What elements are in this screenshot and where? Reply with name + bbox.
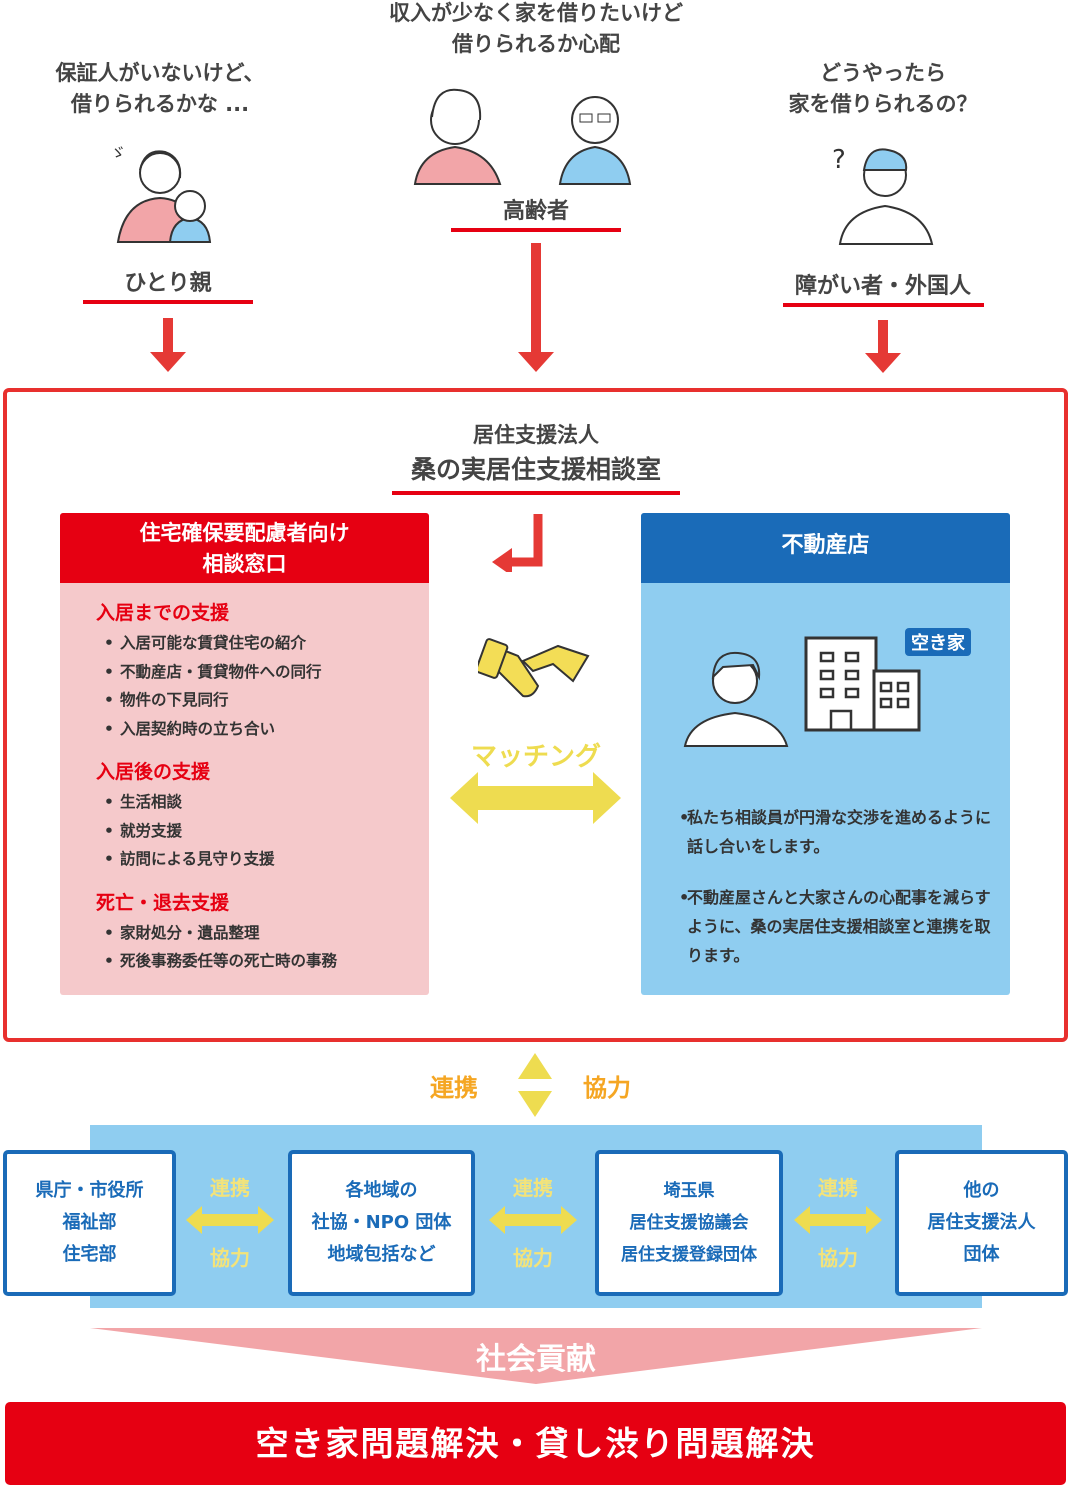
question-elderly: 収入が少なく家を借りたいけど借りられるか心配 (336, 0, 736, 60)
link-label-collaboration: 協力 (583, 1074, 631, 1102)
question-line: 借りられるか心配 (452, 32, 620, 56)
org-type: 居住支援法人 (473, 423, 599, 447)
vacant-house-badge: 空き家 (905, 628, 971, 656)
partner-line: 各地域の (345, 1180, 418, 1201)
partner-line: 福祉部 (62, 1212, 117, 1233)
support-section-heading: 入居までの支援 (96, 602, 230, 624)
support-section-heading: 入居後の支援 (96, 761, 211, 783)
connector-label-top: 連携 (513, 1176, 553, 1200)
real-estate-panel-header: 不動産店 (641, 513, 1010, 583)
support-item: 不動産店・賃貸物件への同行 (96, 658, 429, 687)
connector-label-bottom: 協力 (210, 1246, 250, 1270)
connector-label-top: 連携 (818, 1176, 858, 1200)
support-sections: 入居までの支援入居可能な賃貸住宅の紹介不動産店・賃貸物件への同行物件の下見同行入… (60, 583, 429, 976)
svg-text:?: ? (832, 145, 846, 175)
partner-line: 他の (963, 1180, 1000, 1201)
contribution-label: 社会貢献 (476, 1342, 596, 1377)
double-arrow-icon (489, 1206, 577, 1234)
down-arrows (150, 243, 901, 373)
real-estate-notes: 私たち相談員が円滑な交渉を進めるように話し合いをします。不動産屋さんと大家さんの… (671, 803, 1001, 992)
partner-line: 地域包括など (327, 1244, 436, 1265)
real-estate-panel: 不動産店 空き家 私たち相談員が円滑な交渉を進めるように話し合いをします。不動産… (641, 513, 1010, 995)
panel-title-line: 相談窓口 (202, 552, 287, 576)
support-item: 訪問による見守り支援 (96, 845, 429, 874)
support-item: 物件の下見同行 (96, 686, 429, 715)
support-list: 入居可能な賃貸住宅の紹介不動産店・賃貸物件への同行物件の下見同行入居契約時の立ち… (96, 629, 429, 743)
question-line: 収入が少なく家を借りたいけど (389, 1, 683, 25)
contribution-arrow (90, 1328, 982, 1384)
consultation-panel-header: 住宅確保要配慮者向け相談窓口 (60, 513, 429, 583)
support-item: 死後事務委任等の死亡時の事務 (96, 947, 429, 976)
partner-line: 居住支援協議会 (629, 1213, 749, 1233)
partner-line: 居住支援法人 (927, 1212, 1036, 1233)
support-item: 就労支援 (96, 817, 429, 846)
agent-illustration (683, 651, 789, 747)
partner-line: 居住支援登録団体 (621, 1245, 757, 1265)
panel-title-line: 住宅確保要配慮者向け (139, 521, 350, 545)
partner-line: 社協・NPO 団体 (311, 1212, 452, 1233)
question-single-parent: 保証人がいないけど、借りられるかな ... (20, 58, 300, 120)
label-underline (783, 303, 984, 307)
support-item: 入居契約時の立ち合い (96, 715, 429, 744)
person-illustration: ? (832, 145, 934, 245)
partner-saitama-council: 埼玉県居住支援協議会居住支援登録団体 (595, 1150, 783, 1296)
connector-label-top: 連携 (210, 1176, 250, 1200)
matching-label: マッチング (470, 742, 601, 772)
label-underline (451, 228, 621, 232)
partner-line: 埼玉県 (663, 1181, 715, 1201)
support-section-heading: 死亡・退去支援 (96, 891, 230, 914)
svg-text:ゞ: ゞ (110, 143, 126, 162)
up-down-arrow-icon (518, 1053, 552, 1117)
support-item: 入居可能な賃貸住宅の紹介 (96, 629, 429, 658)
connector-label-bottom: 協力 (513, 1246, 553, 1270)
org-name: 桑の実居住支援相談室 (410, 455, 661, 484)
question-line: 借りられるかな ... (70, 92, 250, 116)
parent-child-illustration: ゞ (110, 143, 212, 243)
vacant-house-building-icon (804, 636, 921, 732)
return-arrow-icon (492, 514, 543, 572)
support-item: 家財処分・遺品整理 (96, 919, 429, 948)
double-arrow-icon (450, 772, 621, 824)
question-line: どうやったら (820, 61, 946, 85)
partner-local-groups: 各地域の社協・NPO 団体地域包括など (288, 1150, 475, 1296)
real-estate-note: 私たち相談員が円滑な交渉を進めるように話し合いをします。 (671, 803, 1001, 861)
handshake-icon (478, 638, 590, 698)
org-underline (392, 491, 680, 495)
group-label-disabled-foreign: 障がい者・外国人 (794, 274, 971, 299)
partner-line: 県庁・市役所 (35, 1180, 144, 1201)
double-arrow-icon (794, 1206, 882, 1234)
result-banner: 空き家問題解決・貸し渋り問題解決 (5, 1402, 1066, 1485)
question-line: 保証人がいないけど、 (55, 61, 265, 85)
support-item: 生活相談 (96, 788, 429, 817)
partner-line: 団体 (963, 1244, 1000, 1265)
support-list: 家財処分・遺品整理死後事務委任等の死亡時の事務 (96, 919, 429, 976)
partner-other-corporations: 他の居住支援法人団体 (895, 1150, 1068, 1296)
real-estate-note: 不動産屋さんと大家さんの心配事を減らすように、桑の実居住支援相談室と連携を取りま… (671, 883, 1001, 970)
connector-label-bottom: 協力 (818, 1246, 858, 1270)
main-org-box (3, 388, 1068, 1042)
group-label-single-parent: ひとり親 (124, 271, 212, 296)
label-underline (83, 300, 253, 304)
question-line: 家を借りられるの？ (788, 92, 978, 116)
question-disabled-foreign: どうやったら家を借りられるの？ (743, 58, 1023, 120)
elderly-illustration (413, 88, 632, 185)
group-label-elderly: 高齢者 (502, 199, 569, 224)
link-label-cooperation: 連携 (430, 1074, 478, 1102)
support-list: 生活相談就労支援訪問による見守り支援 (96, 788, 429, 874)
partner-line: 住宅部 (62, 1244, 117, 1265)
arrow-down-icon (150, 243, 901, 373)
double-arrow-icon (186, 1206, 274, 1234)
partner-prefecture-city: 県庁・市役所福祉部住宅部 (3, 1150, 176, 1296)
